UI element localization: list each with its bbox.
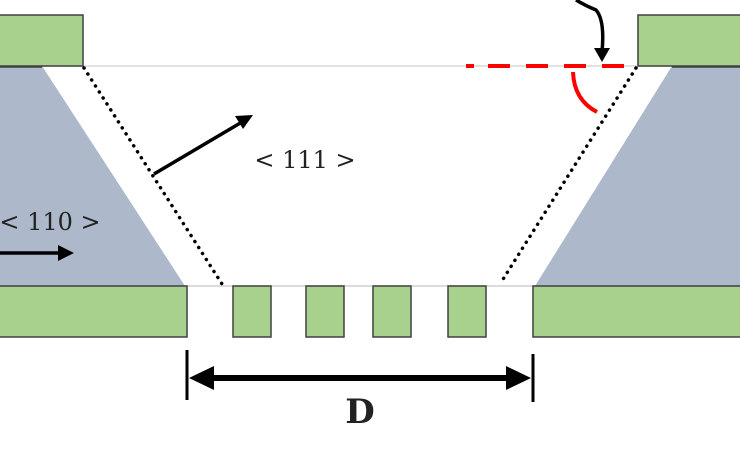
etch-plane-right [498, 66, 638, 286]
bottom-mask-left [0, 285, 188, 338]
pillar-group [232, 285, 487, 338]
etch-plane-left [82, 66, 224, 286]
silicon-left [0, 66, 185, 286]
angle-arc [571, 71, 598, 114]
top-mask-right [637, 14, 740, 67]
mask-pillar [372, 285, 412, 338]
mask-pillar [232, 285, 272, 338]
direction-111-arrowhead [235, 115, 253, 129]
direction-111-label: < 111 > [254, 146, 355, 174]
pointer-arrowhead [594, 48, 610, 62]
direction-110-label: < 110 > [0, 208, 101, 236]
mask-pillar [447, 285, 487, 338]
direction-111-arrow [153, 120, 243, 176]
direction-110-arrowhead [58, 245, 74, 261]
pointer-arrow [575, 0, 605, 53]
silicon-right [535, 66, 740, 286]
top-mask-left [0, 14, 84, 67]
dimension-arrowhead-right [506, 366, 531, 390]
dimension-label: D [345, 392, 374, 432]
dimension-arrowhead-left [189, 366, 214, 390]
bottom-mask-right [532, 285, 740, 338]
mask-pillar [305, 285, 345, 338]
